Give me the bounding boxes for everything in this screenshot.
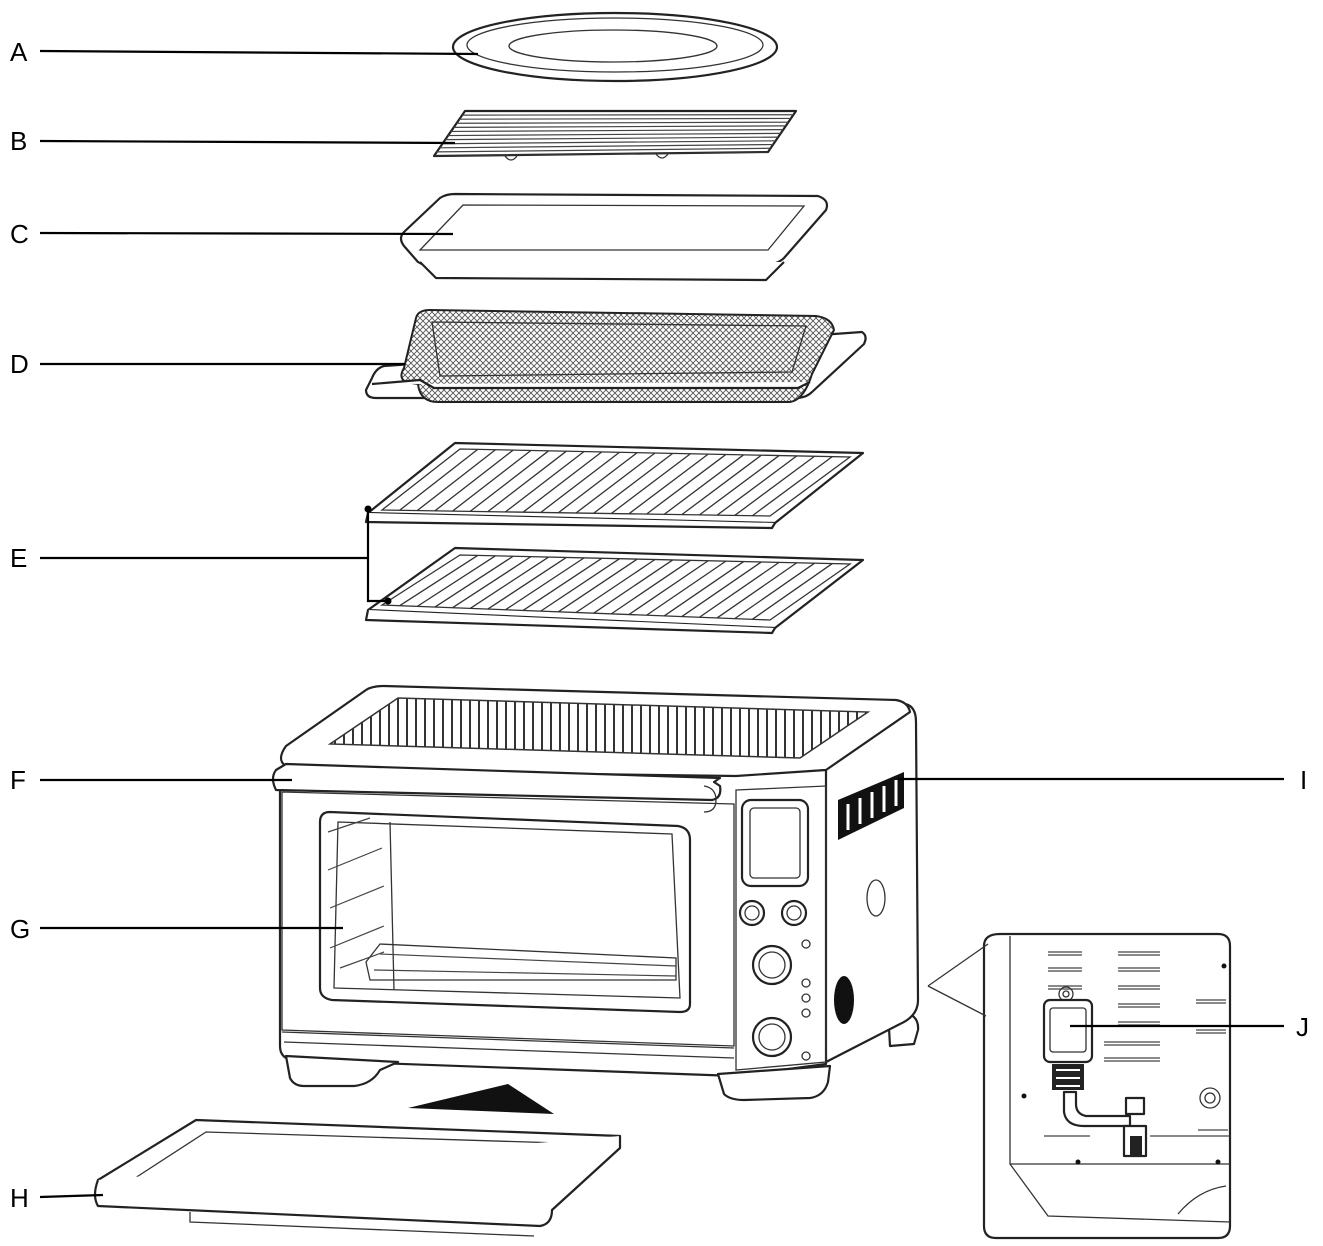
wire-rack-upper xyxy=(364,441,865,530)
inset-rear-view xyxy=(927,932,1232,1240)
broil-rack xyxy=(432,109,798,161)
roasting-pan xyxy=(399,192,829,282)
callout-lines xyxy=(39,49,1284,1199)
label-h: H xyxy=(10,1183,29,1213)
toaster-oven xyxy=(271,684,920,1102)
label-e: E xyxy=(10,543,27,573)
wire-rack-lower xyxy=(364,546,865,635)
label-c: C xyxy=(10,219,29,249)
air-fry-basket xyxy=(364,308,867,403)
label-d: D xyxy=(10,349,29,379)
pizza-pan xyxy=(451,11,779,83)
label-b: B xyxy=(10,126,27,156)
label-g: G xyxy=(10,914,30,944)
label-j: J xyxy=(1296,1012,1309,1042)
label-f: F xyxy=(10,765,26,795)
label-a: A xyxy=(10,37,28,67)
label-i: I xyxy=(1300,765,1307,795)
insert-arrow xyxy=(408,1084,554,1114)
crumb-tray xyxy=(93,1118,622,1237)
